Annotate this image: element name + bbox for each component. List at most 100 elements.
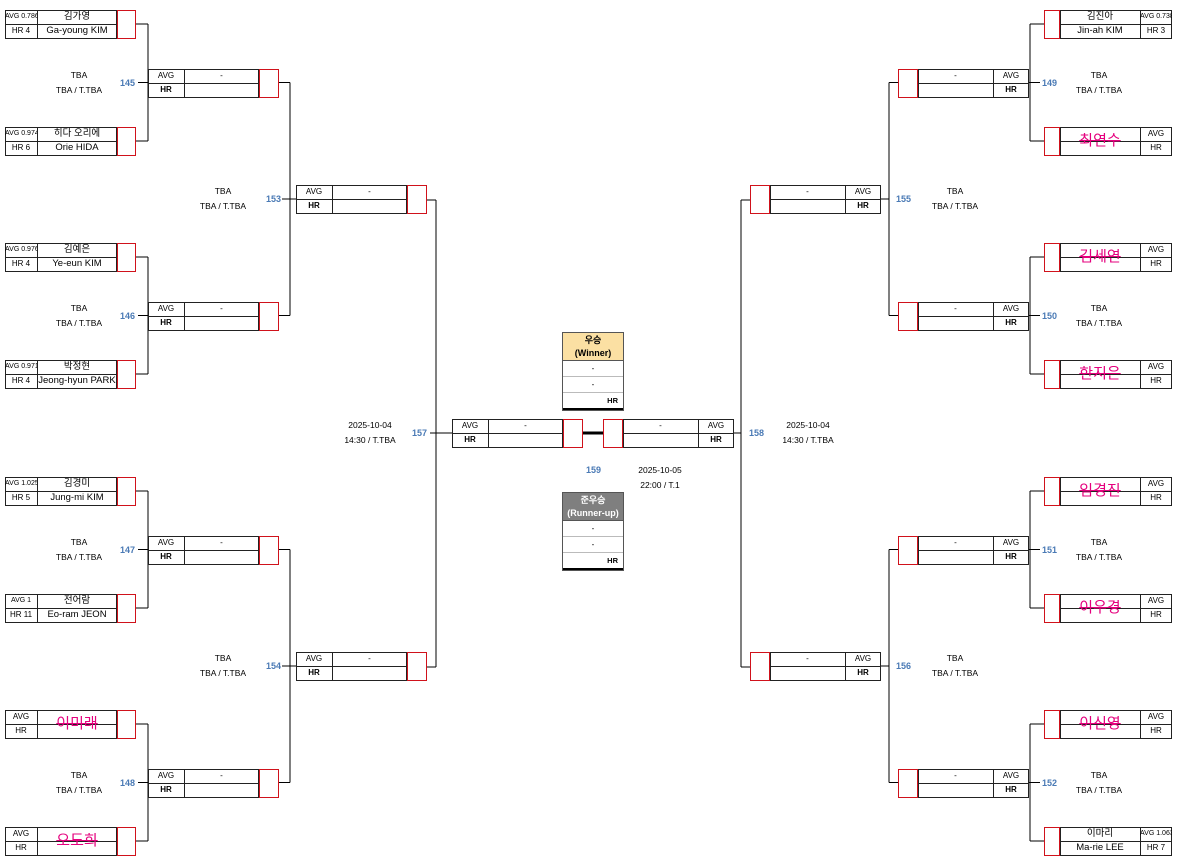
hr-label: HR bbox=[308, 668, 320, 677]
score-cell bbox=[563, 419, 583, 448]
winner-hr-row: HR bbox=[563, 393, 623, 410]
score-cell bbox=[259, 301, 279, 331]
hr-label: HR 11 bbox=[9, 610, 33, 619]
match-line1: TBA bbox=[214, 186, 232, 196]
match-info: TBA TBA / T.TBA bbox=[900, 184, 1010, 214]
avg-label: AVG bbox=[1002, 70, 1020, 80]
advancer-name: - bbox=[220, 770, 223, 780]
hr-label: HR bbox=[1005, 84, 1017, 94]
match-number: 154 bbox=[266, 661, 282, 671]
match-line1: TBA bbox=[1090, 302, 1108, 313]
avg-label: AVG bbox=[157, 303, 175, 313]
score-cell bbox=[1044, 243, 1060, 272]
match-number: 159 bbox=[586, 465, 602, 475]
avg-label: AVG bbox=[1147, 362, 1165, 371]
match-line1: TBA bbox=[1090, 536, 1108, 547]
avg-label: AVG 0.971 bbox=[5, 363, 37, 370]
score-cell bbox=[117, 10, 136, 39]
score-cell bbox=[750, 185, 770, 214]
player-name-eng: Orie HIDA bbox=[55, 142, 99, 153]
runner-up-name-row: - bbox=[563, 521, 623, 537]
avg-label: AVG 1.025 bbox=[5, 480, 37, 487]
score-cell bbox=[603, 419, 623, 448]
advancer-divider bbox=[184, 768, 185, 798]
match-line2: TBA / T.TBA bbox=[199, 668, 247, 678]
avg-label: AVG bbox=[1147, 712, 1165, 721]
hr-label: HR bbox=[160, 551, 172, 561]
hr-label: HR bbox=[15, 843, 27, 852]
avg-label: AVG bbox=[1147, 596, 1165, 605]
avg-label: AVG bbox=[12, 712, 30, 721]
advancer-name: - bbox=[220, 537, 223, 547]
player-divider bbox=[1060, 141, 1172, 142]
avg-label: AVG bbox=[854, 654, 872, 663]
player-divider bbox=[1060, 374, 1172, 375]
player-name-kor: 박정현 bbox=[63, 361, 91, 372]
player-name-kor: 전어람 bbox=[63, 595, 91, 606]
player-divider bbox=[5, 374, 117, 375]
player-divider bbox=[5, 141, 117, 142]
player-name-eng: Ye-eun KIM bbox=[52, 258, 102, 269]
avg-label: AVG bbox=[305, 187, 323, 196]
match-line1: TBA bbox=[70, 536, 88, 547]
advancer-divider bbox=[296, 666, 407, 667]
match-number: 153 bbox=[266, 194, 282, 204]
player-divider bbox=[1060, 608, 1172, 609]
advancer-divider bbox=[184, 535, 185, 565]
player-name-kor: 이신영 bbox=[1079, 716, 1121, 732]
hr-label: HR bbox=[1150, 376, 1162, 385]
hr-label: HR 5 bbox=[11, 493, 31, 502]
score-cell bbox=[117, 710, 136, 739]
advancer-name: - bbox=[659, 421, 662, 430]
advancer-divider bbox=[332, 652, 333, 681]
winner-eng-row: - bbox=[563, 377, 623, 393]
match-number: 156 bbox=[896, 661, 912, 671]
player-name-kor: 이마리 bbox=[1086, 828, 1114, 839]
match-line2: TBA / T.TBA bbox=[55, 551, 103, 562]
winner-name-row: - bbox=[563, 361, 623, 377]
avg-label: AVG bbox=[12, 829, 30, 838]
avg-label: AVG bbox=[157, 70, 175, 80]
match-line2: TBA / T.TBA bbox=[55, 84, 103, 95]
match-number: 146 bbox=[120, 310, 136, 321]
score-cell bbox=[1044, 827, 1060, 856]
advancer-divider bbox=[918, 549, 1029, 551]
hr-label: HR 4 bbox=[11, 259, 31, 268]
player-name-eng: Ga-young KIM bbox=[46, 25, 108, 36]
advancer-divider bbox=[918, 315, 1029, 317]
match-line1: TBA bbox=[946, 186, 964, 196]
hr-label: HR 4 bbox=[11, 376, 31, 385]
player-box-p15: AVG HR 이신영 bbox=[1044, 710, 1172, 739]
hr-label: HR bbox=[857, 201, 869, 210]
hr-label: HR bbox=[1150, 610, 1162, 619]
avg-label: AVG 0.976 bbox=[5, 246, 37, 253]
advancer-name: - bbox=[954, 70, 957, 80]
score-cell bbox=[1044, 127, 1060, 156]
avg-label: AVG bbox=[707, 421, 725, 430]
hr-label: HR bbox=[1150, 726, 1162, 735]
player-divider bbox=[37, 594, 38, 623]
advancer-divider bbox=[148, 315, 259, 317]
player-name-kor: 김예은 bbox=[63, 244, 91, 255]
player-name-eng: Ma-rie LEE bbox=[1076, 842, 1124, 853]
player-name-kor: 김가영 bbox=[63, 11, 91, 22]
advancer-name: - bbox=[220, 70, 223, 80]
match-line2: TBA / T.TBA bbox=[931, 201, 979, 211]
match-line2: TBA / T.TBA bbox=[931, 668, 979, 678]
match-line2: TBA / T.TBA bbox=[55, 784, 103, 795]
match-number: 148 bbox=[120, 777, 136, 788]
match-line1: 2025-10-05 bbox=[638, 465, 682, 475]
advancer-name: - bbox=[954, 537, 957, 547]
advancer-name: - bbox=[806, 654, 809, 663]
player-divider bbox=[37, 10, 38, 39]
advancer-divider bbox=[296, 199, 407, 200]
